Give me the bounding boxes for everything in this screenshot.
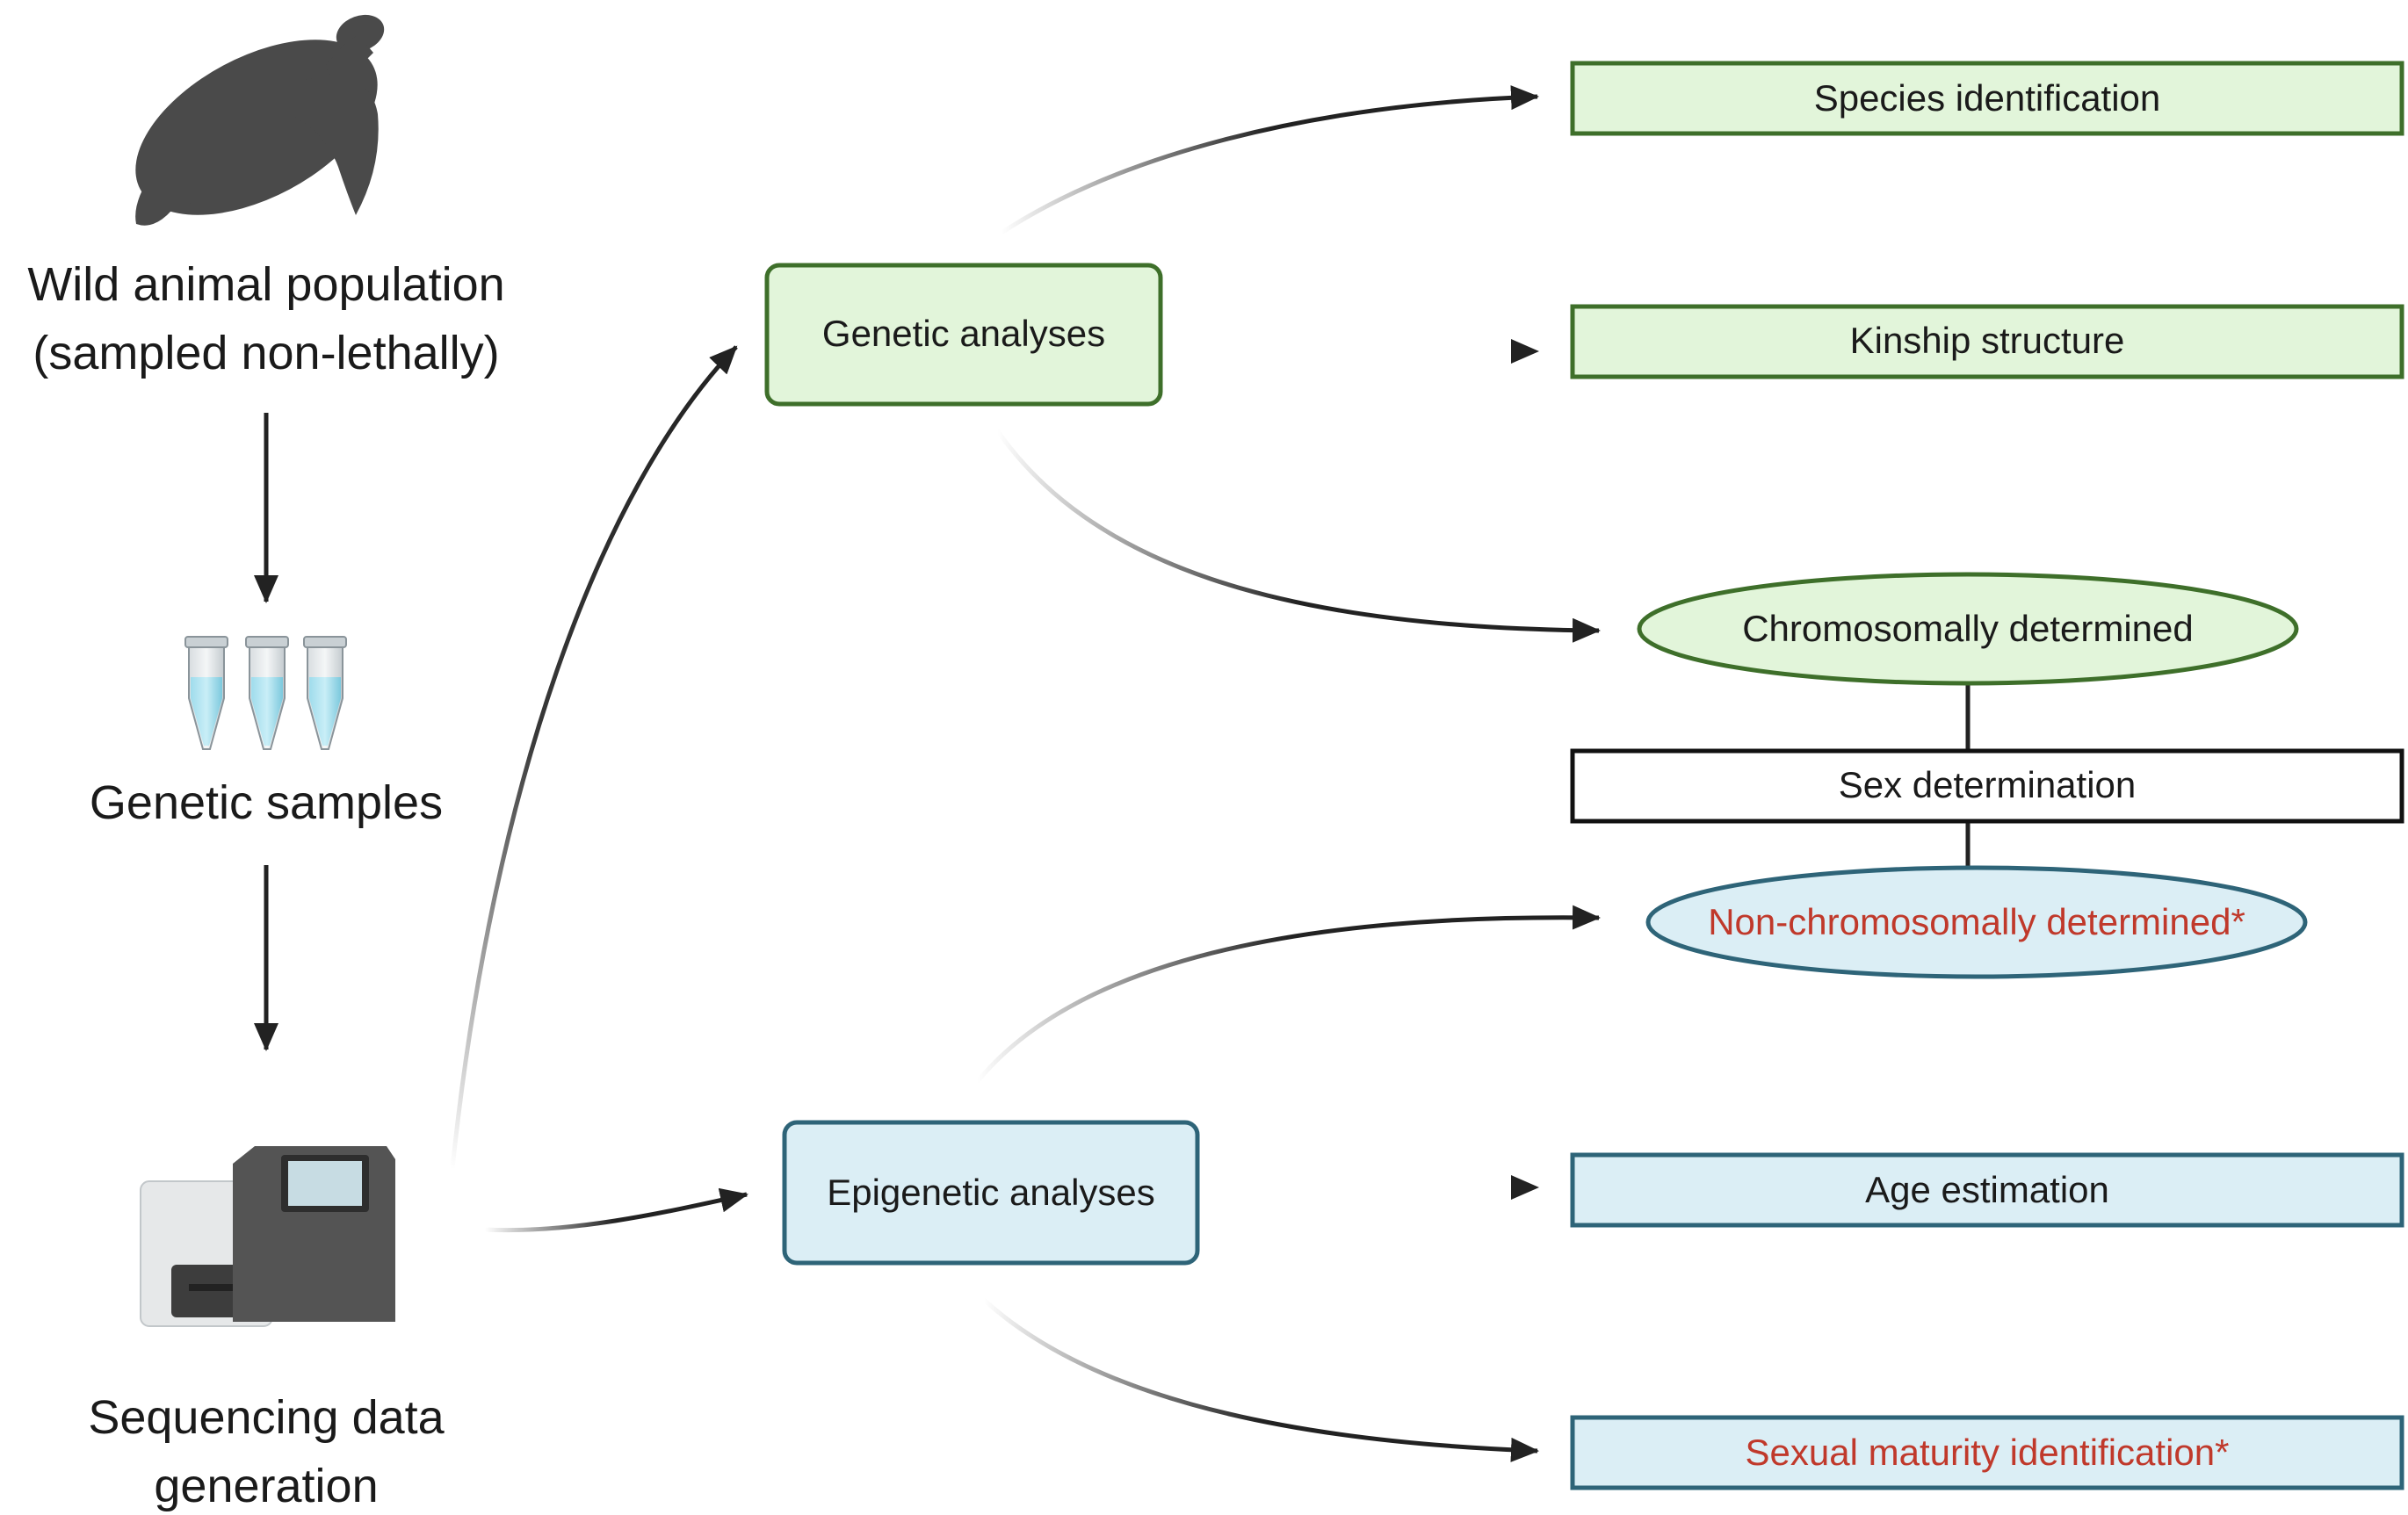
arrow-genetic-to-species [1000, 85, 1539, 235]
sexual-maturity-identification-box: Sexual maturity identification* [1570, 1415, 2404, 1490]
species-identification-label: Species identification [1814, 77, 2161, 119]
sequencing-label-line2: generation [154, 1460, 378, 1512]
epigenetic-analyses-box: Epigenetic analyses [782, 1120, 1200, 1266]
chromosomally-determined-ellipse: Chromosomally determined [1637, 572, 2299, 686]
sequencer-icon [140, 1146, 395, 1327]
species-identification-box: Species identification [1570, 61, 2404, 136]
non-chromosomally-determined-ellipse: Non-chromosomally determined* [1645, 865, 2308, 979]
sea-turtle-icon [135, 14, 385, 226]
samples-label: Genetic samples [90, 776, 443, 829]
chromosomally-determined-label: Chromosomally determined [1742, 608, 2194, 649]
kinship-structure-box: Kinship structure [1570, 304, 2404, 379]
arrow-genetic-to-chromosomal [994, 429, 1601, 643]
sex-determination-box: Sex determination [1570, 748, 2404, 824]
non-chromosomally-determined-label: Non-chromosomally determined* [1708, 901, 2245, 942]
genetic-analyses-label: Genetic analyses [822, 313, 1105, 354]
population-label-line2: (sampled non-lethally) [33, 327, 499, 379]
arrow-sequencing-to-genetic [450, 345, 738, 1169]
sample-tubes-icon [184, 636, 347, 750]
epigenetic-analyses-label: Epigenetic analyses [827, 1172, 1155, 1213]
kinship-structure-label: Kinship structure [1850, 320, 2125, 361]
sex-determination-label: Sex determination [1839, 764, 2137, 805]
age-estimation-box: Age estimation [1570, 1152, 2404, 1228]
arrow-sequencing-to-epigenetic [484, 1187, 748, 1233]
arrow-epigenetic-to-non-chromosomal [975, 905, 1601, 1084]
genetic-analyses-box: Genetic analyses [764, 263, 1163, 407]
sequencing-label-line1: Sequencing data [88, 1391, 445, 1444]
sexual-maturity-identification-label: Sexual maturity identification* [1746, 1432, 2230, 1473]
population-label-line1: Wild animal population [27, 258, 504, 311]
arrow-epigenetic-to-sexual-maturity [982, 1298, 1539, 1462]
age-estimation-label: Age estimation [1865, 1169, 2109, 1210]
